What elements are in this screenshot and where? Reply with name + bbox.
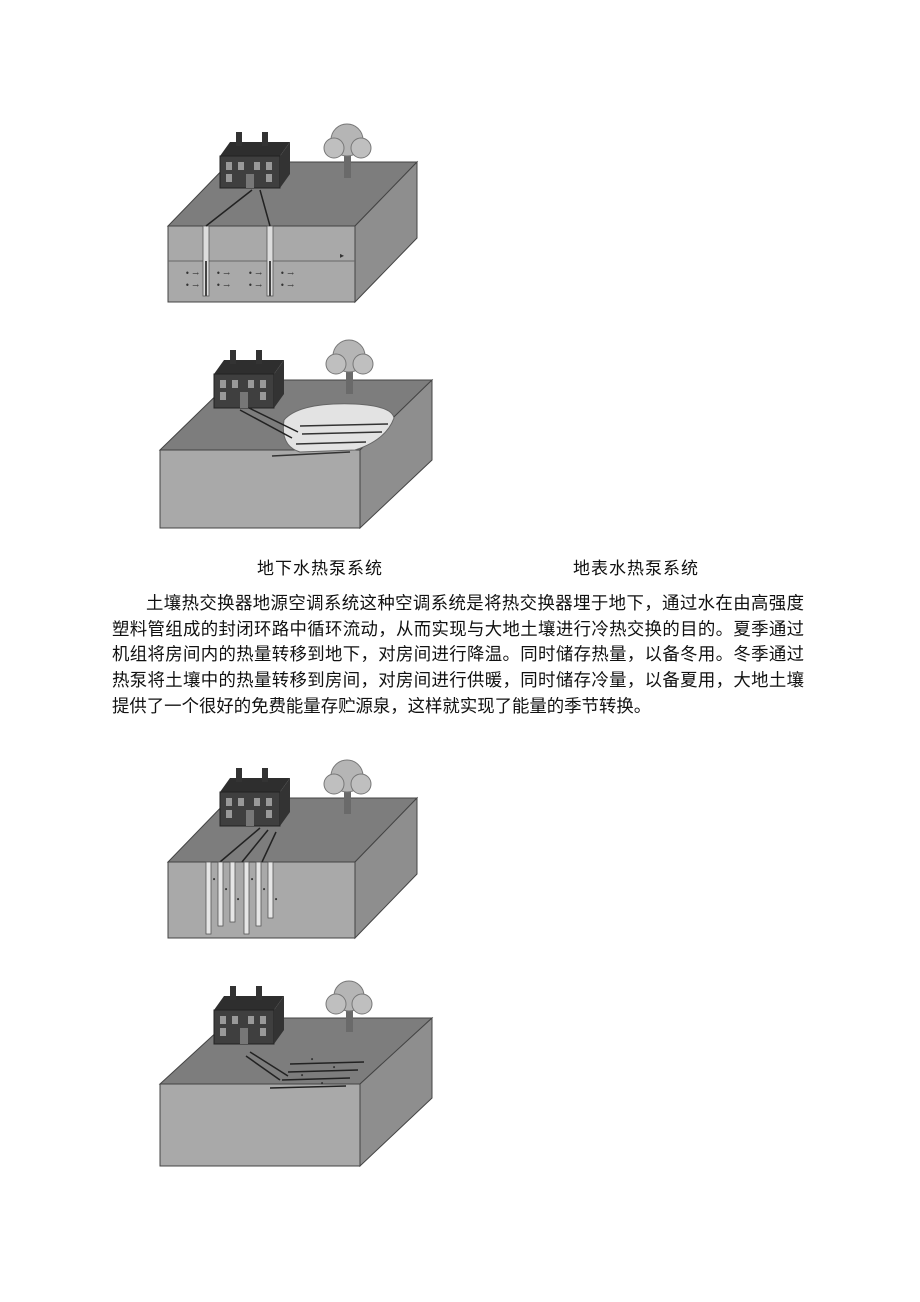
svg-text:•: •: [262, 886, 266, 894]
svg-text:• →: • →: [216, 281, 230, 290]
svg-text:▸: ▸: [340, 251, 344, 260]
svg-text:•: •: [250, 876, 254, 884]
svg-text:•: •: [212, 876, 216, 884]
horizontal-ground-loop-diagram: • • • •: [150, 980, 440, 1175]
svg-text:• →: • →: [185, 281, 199, 290]
body-paragraph: 土壤热交换器地源空调系统这种空调系统是将热交换器埋于地下，通过水在由高强度塑料管…: [112, 594, 804, 717]
svg-text:• →: • →: [185, 269, 199, 278]
caption-groundwater: 地下水热泵系统: [257, 559, 383, 579]
caption-surface-water: 地表水热泵系统: [573, 559, 699, 579]
svg-text:•: •: [300, 1072, 304, 1080]
svg-text:• →: • →: [248, 281, 262, 290]
svg-text:•: •: [332, 1064, 336, 1072]
svg-text:•: •: [224, 886, 228, 894]
svg-text:•: •: [236, 896, 240, 904]
svg-text:• →: • →: [280, 269, 294, 278]
groundwater-heat-pump-diagram: • → • → • → • → • → • → • → • → ▸: [150, 118, 430, 314]
svg-text:• →: • →: [216, 269, 230, 278]
svg-text:•: •: [320, 1080, 324, 1088]
svg-text:•: •: [274, 896, 278, 904]
svg-text:• →: • →: [248, 269, 262, 278]
surface-water-heat-pump-diagram: [150, 328, 440, 538]
svg-text:• →: • →: [280, 281, 294, 290]
vertical-ground-loop-diagram: • • • • • •: [150, 752, 430, 948]
svg-text:•: •: [310, 1056, 314, 1064]
